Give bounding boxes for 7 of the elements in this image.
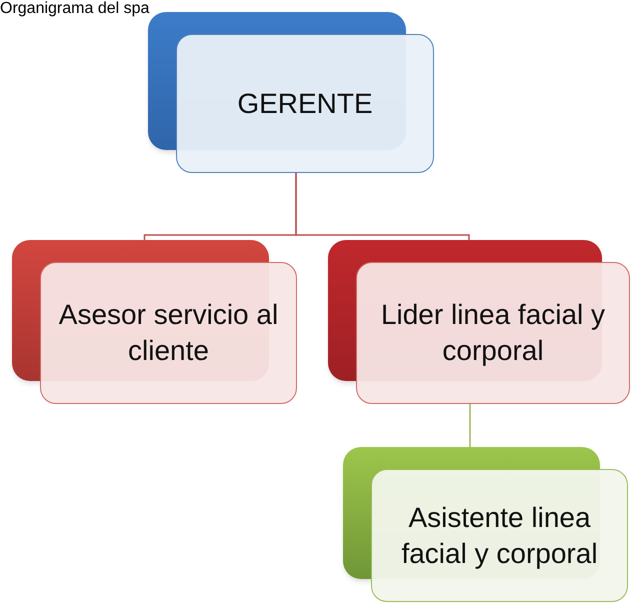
connector-line xyxy=(295,173,470,240)
node-label: Asesor servicio al cliente xyxy=(58,298,280,368)
node-label: Lider linea facial y corporal xyxy=(380,298,606,368)
connector-line xyxy=(469,404,471,447)
node-label: GERENTE xyxy=(237,86,373,120)
node-label: Asistente linea facial y corporal xyxy=(400,500,599,571)
diagram-title: Organigrama del spa xyxy=(0,0,150,18)
